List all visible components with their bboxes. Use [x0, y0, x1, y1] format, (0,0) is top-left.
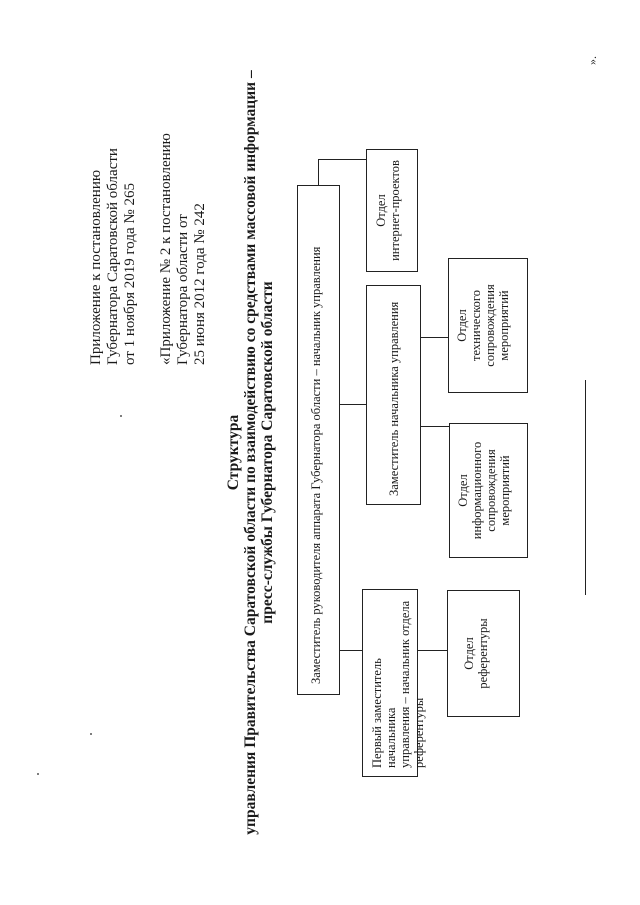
appendix-line: Приложение к постановлению	[88, 169, 104, 365]
box-line: Отдел	[455, 309, 469, 342]
box-line: Отдел	[374, 194, 388, 227]
scan-speck	[90, 733, 92, 735]
reference-line: 25 июня 2012 года № 242	[192, 203, 208, 365]
connector-line	[340, 404, 366, 405]
deputy-head-label: Заместитель начальника управления	[387, 301, 401, 496]
deputy-head-box: Заместитель начальника управления	[366, 285, 421, 505]
connector-line	[418, 650, 447, 651]
box-line: Первый заместитель начальника	[370, 658, 398, 768]
appendix-line: Губернатора Саратовской области	[105, 148, 121, 365]
title-line: Структура	[225, 414, 242, 491]
connector-line	[340, 650, 362, 651]
box-line: интернет-проектов	[388, 160, 402, 261]
document-title: Структура управления Правительства Сарат…	[225, 0, 276, 905]
head-of-department-box: Заместитель руководителя аппарата Губерн…	[297, 185, 340, 695]
first-deputy-box: Первый заместитель начальника управления…	[362, 589, 426, 777]
box-line: управления – начальник отдела	[398, 600, 412, 768]
box-line: сопровождения	[483, 284, 497, 367]
box-line: технического	[469, 290, 483, 361]
referentura-dept-box: Отдел референтуры	[447, 590, 520, 717]
box-line: Отдел	[456, 474, 470, 507]
reference-line: Губернатора области от	[175, 214, 191, 365]
head-of-department-label: Заместитель руководителя аппарата Губерн…	[309, 246, 323, 684]
box-line: мероприятий	[497, 290, 511, 361]
box-line: сопровождения	[484, 449, 498, 532]
box-line: референтуры	[476, 618, 490, 689]
title-line: управления Правительства Саратовской обл…	[242, 70, 259, 835]
box-line: мероприятий	[498, 455, 512, 526]
title-line: пресс-службы Губернатора Саратовской обл…	[259, 281, 276, 624]
appendix-header: Приложение к постановлению Губернатора С…	[88, 148, 139, 365]
tech-support-dept-box: Отдел технического сопровождения меропри…	[448, 258, 528, 393]
appendix-line: от 1 ноября 2019 года № 265	[122, 183, 138, 365]
info-support-dept-box: Отдел информационного сопровождения меро…	[449, 423, 528, 558]
connector-line	[421, 337, 448, 338]
scan-speck	[37, 773, 39, 775]
box-line: Отдел	[462, 637, 476, 670]
box-line: референтуры	[412, 697, 426, 768]
footnote-rule	[585, 380, 586, 595]
connector-line	[421, 426, 449, 427]
connector-line	[318, 160, 319, 185]
internet-projects-box: Отдел интернет-проектов	[366, 149, 418, 272]
connector-line	[318, 159, 366, 160]
reference-header: «Приложение № 2 к постановлению Губернат…	[158, 133, 209, 365]
box-line: информационного	[470, 441, 484, 540]
closing-quote-mark: ».	[585, 56, 599, 65]
reference-line: «Приложение № 2 к постановлению	[158, 133, 174, 365]
scan-speck	[120, 415, 122, 417]
